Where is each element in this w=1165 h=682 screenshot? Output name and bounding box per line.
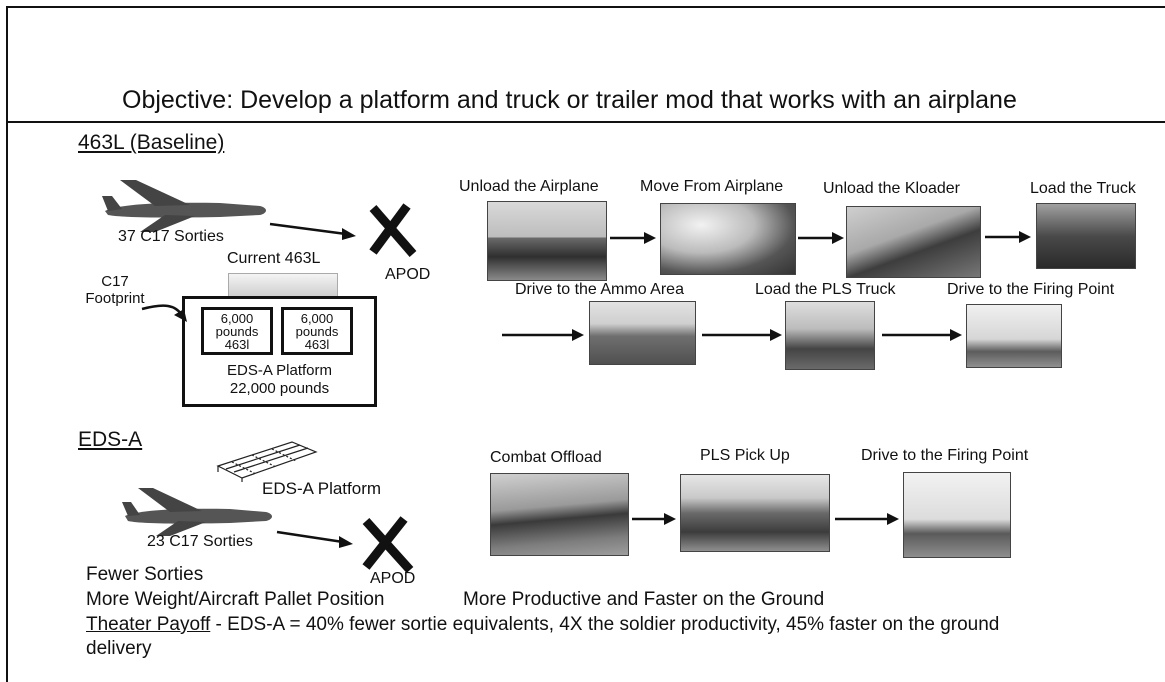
sortie-arrow-icon <box>276 530 353 548</box>
theater-payoff-line: Theater Payoff - EDS-A = 40% fewer sorti… <box>86 614 999 636</box>
current-463l-label: Current 463L <box>227 250 321 267</box>
step-label-drive-ammo-area: Drive to the Ammo Area <box>515 281 684 298</box>
edsa-platform-box <box>182 296 377 407</box>
c17-aircraft-icon <box>102 180 266 232</box>
edsa-platform-sketch <box>216 441 318 482</box>
photo-pls-pick-up <box>680 474 830 552</box>
flow-arrow-icon <box>502 329 584 341</box>
photo-edsa-firing-point <box>903 472 1011 558</box>
photo-load-pls-truck <box>785 301 875 370</box>
sortie-arrow-icon <box>269 222 356 240</box>
flow-arrow-icon <box>985 231 1031 243</box>
baseline-heading: 463L (Baseline) <box>78 131 225 154</box>
step-label-edsa-firing-point: Drive to the Firing Point <box>861 447 1029 464</box>
edsa-apod-label: APOD <box>370 570 416 587</box>
flow-arrow-icon <box>702 329 782 341</box>
flow-arrow-icon <box>882 329 962 341</box>
baseline-apod-label: APOD <box>385 266 431 283</box>
flow-arrow-icon <box>610 232 656 244</box>
apod-x-icon <box>362 516 414 574</box>
photo-combat-offload <box>490 473 629 556</box>
step-label-unload-kloader: Unload the Kloader <box>823 180 960 197</box>
more-productive-text: More Productive and Faster on the Ground <box>463 589 825 610</box>
apod-x-icon <box>369 203 417 257</box>
edsa-heading: EDS-A <box>78 428 143 451</box>
pallet-image <box>228 273 338 297</box>
fewer-sorties-text: Fewer Sorties <box>86 564 204 585</box>
step-label-pls-pick-up: PLS Pick Up <box>700 447 790 464</box>
photo-move-from-airplane <box>660 203 796 275</box>
step-label-load-pls-truck: Load the PLS Truck <box>755 281 896 298</box>
theater-payoff-continued: delivery <box>86 638 152 659</box>
theater-payoff-label: Theater Payoff <box>86 614 211 635</box>
photo-ammo-area <box>589 301 696 365</box>
title-divider <box>6 121 1165 123</box>
c17-aircraft-icon <box>122 488 272 536</box>
step-label-load-truck: Load the Truck <box>1030 180 1136 197</box>
photo-unload-kloader <box>846 206 981 278</box>
edsa-platform-label: EDS-A Platform <box>262 479 382 498</box>
photo-unload-airplane <box>487 201 607 281</box>
photo-load-truck <box>1036 203 1136 269</box>
flow-arrow-icon <box>798 232 844 244</box>
slide-frame <box>6 6 1165 682</box>
flow-arrow-icon <box>632 513 676 525</box>
baseline-sorties-label: 37 C17 Sorties <box>118 228 224 245</box>
edsa-sorties-label: 23 C17 Sorties <box>147 533 253 550</box>
more-weight-text: More Weight/Aircraft Pallet Position <box>86 589 385 610</box>
photo-firing-point <box>966 304 1062 368</box>
step-label-unload-airplane: Unload the Airplane <box>459 178 599 195</box>
page-title: Objective: Develop a platform and truck … <box>122 86 1017 114</box>
theater-payoff-text: - EDS-A = 40% fewer sortie equivalents, … <box>210 614 1000 635</box>
step-label-combat-offload: Combat Offload <box>490 449 602 466</box>
flow-arrow-icon <box>835 513 899 525</box>
step-label-drive-firing-point: Drive to the Firing Point <box>947 281 1115 298</box>
step-label-move-from-airplane: Move From Airplane <box>640 178 784 195</box>
